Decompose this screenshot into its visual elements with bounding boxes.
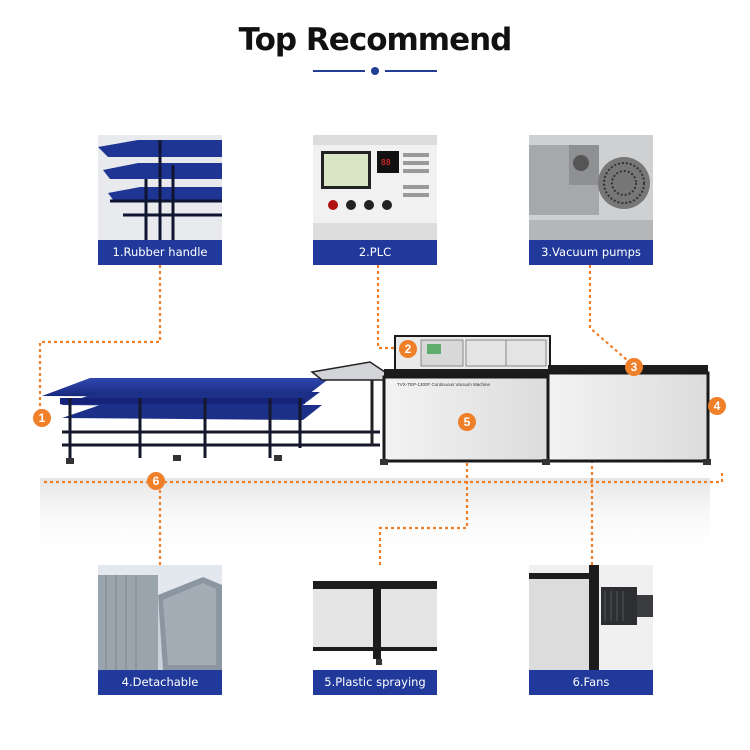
svg-text:2: 2 xyxy=(405,342,412,356)
title-divider xyxy=(313,66,437,76)
feature-markers: 1 2 3 4 5 6 xyxy=(33,340,726,490)
feature-card-fans: 6.Fans xyxy=(529,565,653,695)
loading-table xyxy=(42,378,380,464)
vacuum-machine-body: TVX-TEP-1300F Continuous Vacuum Machine xyxy=(380,365,711,465)
marker-6: 6 xyxy=(147,472,165,490)
marker-5: 5 xyxy=(458,413,476,431)
marker-1: 1 xyxy=(33,409,51,427)
svg-text:4: 4 xyxy=(714,399,721,413)
feature-label: 5.Plastic spraying xyxy=(313,670,437,695)
svg-text:5: 5 xyxy=(464,415,471,429)
connector-5 xyxy=(378,423,469,565)
feature-label: 3.Vacuum pumps xyxy=(529,240,653,265)
control-cabinet xyxy=(394,335,551,371)
feature-card-plc: 88 2.PLC xyxy=(313,135,437,265)
feature-label: 1.Rubber handle xyxy=(98,240,222,265)
marker-2: 2 xyxy=(399,340,417,358)
connector-3 xyxy=(588,265,635,367)
vacuum-pump-photo xyxy=(529,135,653,240)
page-title: Top Recommend xyxy=(238,22,513,58)
marker-4: 4 xyxy=(708,397,726,415)
floor-reflection xyxy=(40,478,710,558)
feature-card-vacuum-pumps: 3.Vacuum pumps xyxy=(529,135,653,265)
feature-label: 2.PLC xyxy=(313,240,437,265)
svg-text:1: 1 xyxy=(39,411,46,425)
fan-photo xyxy=(529,565,653,670)
marker-3: 3 xyxy=(625,358,643,376)
plastic-spraying-photo xyxy=(313,565,437,670)
svg-text:88: 88 xyxy=(381,158,391,167)
plc-panel-photo: 88 xyxy=(313,135,437,240)
detachable-photo xyxy=(98,565,222,670)
connector-1 xyxy=(38,265,162,418)
feature-label: 6.Fans xyxy=(529,670,653,695)
rubber-handle-photo xyxy=(98,135,222,240)
svg-text:TVX-TEP-1300F Continuous Vacuu: TVX-TEP-1300F Continuous Vacuum Machine xyxy=(397,382,490,387)
svg-text:6: 6 xyxy=(153,474,160,488)
feature-card-rubber-handle: 1.Rubber handle xyxy=(98,135,222,265)
feature-label: 4.Detachable xyxy=(98,670,222,695)
connector-6 xyxy=(44,472,724,565)
feature-card-plastic-spraying: 5.Plastic spraying xyxy=(313,565,437,695)
svg-text:3: 3 xyxy=(631,360,638,374)
feature-card-detachable: 4.Detachable xyxy=(98,565,222,695)
